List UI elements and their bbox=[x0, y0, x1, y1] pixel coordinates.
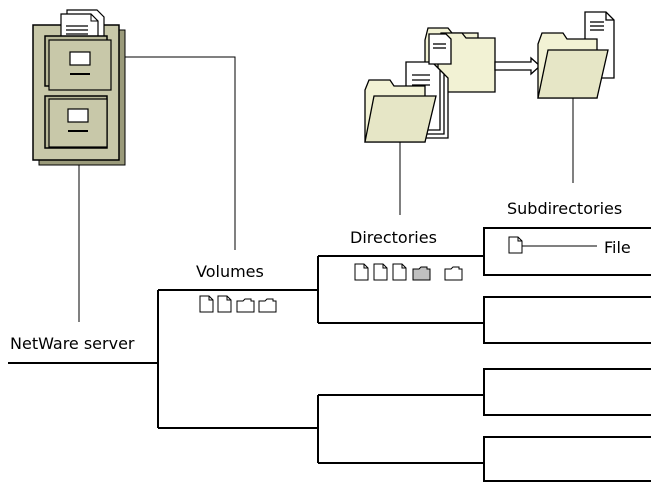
subdirectories-label: Subdirectories bbox=[507, 199, 623, 218]
folder-icon bbox=[444, 266, 463, 281]
volume-callout bbox=[105, 56, 236, 250]
volume-icon-row bbox=[199, 295, 277, 313]
volumes-label: Volumes bbox=[196, 262, 264, 281]
file-icon bbox=[199, 295, 214, 313]
subdirectory-bracket-4 bbox=[483, 436, 651, 482]
directories-label: Directories bbox=[350, 228, 437, 247]
arrow-right-icon bbox=[494, 56, 541, 76]
callout-lines bbox=[78, 56, 597, 322]
folder-filled-icon bbox=[412, 266, 431, 281]
server-label: NetWare server bbox=[10, 334, 135, 353]
subdirectory-bracket-1 bbox=[483, 227, 651, 276]
file-cabinet-icon bbox=[32, 9, 126, 166]
folder-icon bbox=[258, 298, 277, 313]
folder-icon bbox=[236, 298, 255, 313]
file-icon bbox=[392, 263, 407, 281]
directory-icon-row bbox=[354, 263, 463, 281]
file-label: File bbox=[604, 238, 631, 257]
tree-lines bbox=[8, 227, 651, 482]
open-folder-icon bbox=[537, 11, 615, 99]
file-icon bbox=[217, 295, 232, 313]
subdirectory-bracket-3 bbox=[483, 368, 651, 416]
file-icon bbox=[354, 263, 369, 281]
subdirectory-bracket-2 bbox=[483, 296, 651, 344]
file-icon bbox=[508, 236, 523, 254]
file-icon bbox=[373, 263, 388, 281]
folder-stack-icon bbox=[364, 27, 496, 143]
